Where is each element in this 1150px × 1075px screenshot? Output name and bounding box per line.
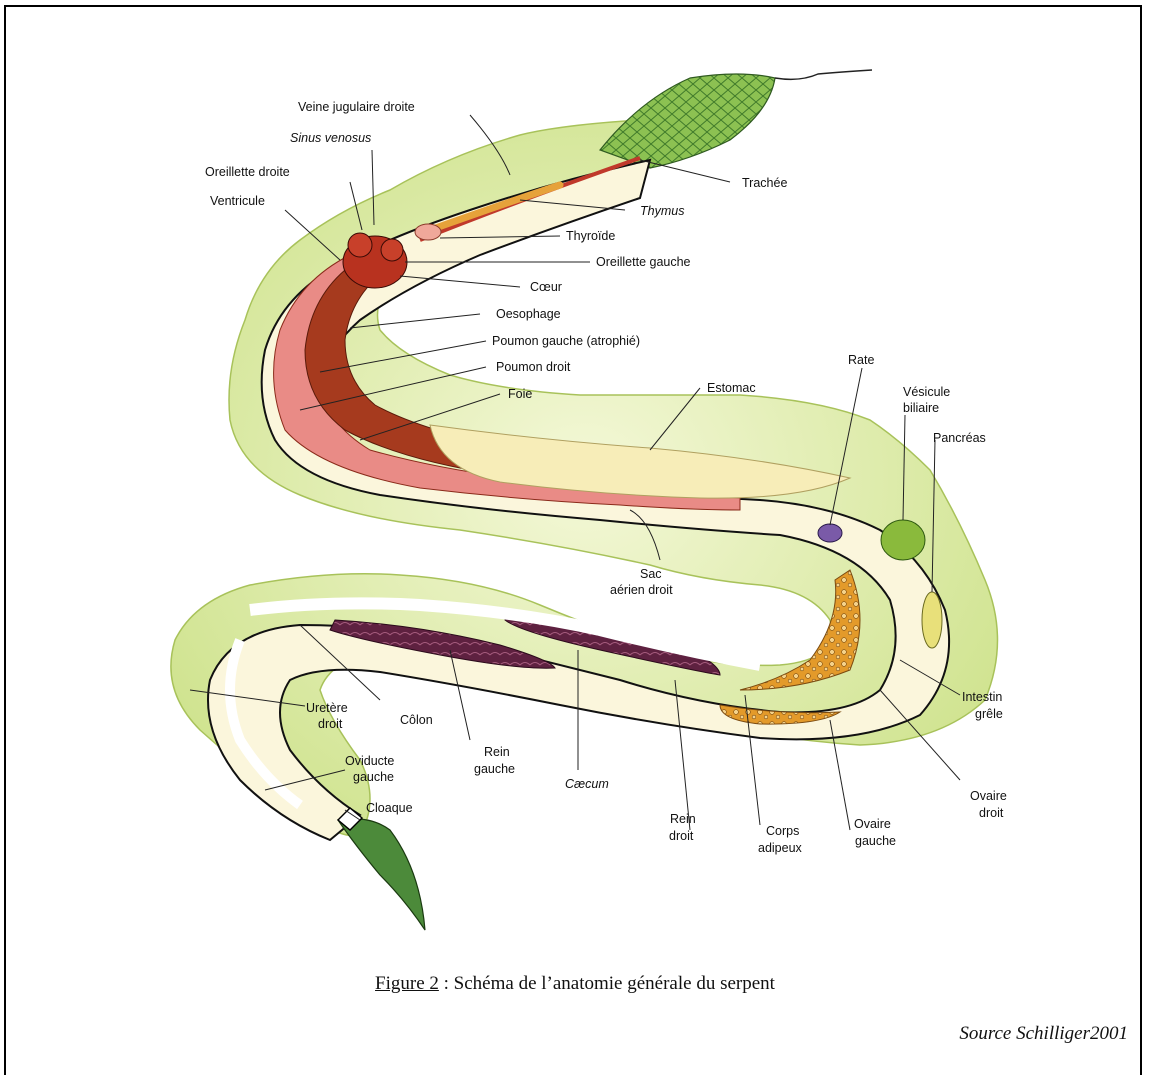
label-poumon-droit: Poumon droit bbox=[496, 360, 571, 374]
label-oviducte-1: Oviducte bbox=[345, 754, 394, 768]
figure-ref: Figure 2 bbox=[375, 973, 439, 994]
label-ovaire-gauche-1: Ovaire bbox=[854, 817, 891, 831]
label-veine-jugulaire: Veine jugulaire droite bbox=[298, 100, 415, 114]
caption-text: : Schéma de l’anatomie générale du serpe… bbox=[439, 973, 775, 994]
label-pancreas: Pancréas bbox=[933, 431, 986, 445]
thyroid bbox=[415, 224, 441, 240]
label-vesicule-1: Vésicule bbox=[903, 385, 950, 399]
label-thyroide: Thyroïde bbox=[566, 229, 615, 243]
label-rate: Rate bbox=[848, 353, 874, 367]
spleen bbox=[818, 524, 842, 542]
snake-tail bbox=[338, 819, 425, 930]
label-coeur: Cœur bbox=[530, 280, 562, 294]
label-colon: Côlon bbox=[400, 713, 433, 727]
label-cloaque: Cloaque bbox=[366, 801, 413, 815]
label-oesophage: Oesophage bbox=[496, 307, 561, 321]
label-oreillette-droite: Oreillette droite bbox=[205, 165, 290, 179]
snake-anatomy-diagram: Veine jugulaire droite Sinus venosus Ore… bbox=[0, 0, 1150, 960]
label-rein-gauche-2: gauche bbox=[474, 762, 515, 776]
label-intestin-1: Intestin bbox=[962, 690, 1002, 704]
label-oreillette-gauche: Oreillette gauche bbox=[596, 255, 691, 269]
label-corps-2: adipeux bbox=[758, 841, 803, 855]
label-oviducte-2: gauche bbox=[353, 770, 394, 784]
label-ventricule: Ventricule bbox=[210, 194, 265, 208]
label-sac-1: Sac bbox=[640, 567, 662, 581]
heart bbox=[343, 233, 407, 288]
label-thymus: Thymus bbox=[640, 204, 684, 218]
label-sinus-venosus: Sinus venosus bbox=[290, 131, 371, 145]
label-uretere-1: Uretère bbox=[306, 701, 348, 715]
label-ovaire-gauche-2: gauche bbox=[855, 834, 896, 848]
label-poumon-gauche: Poumon gauche (atrophié) bbox=[492, 334, 640, 348]
label-foie: Foie bbox=[508, 387, 532, 401]
label-estomac: Estomac bbox=[707, 381, 756, 395]
pancreas bbox=[922, 592, 942, 648]
label-rein-gauche-1: Rein bbox=[484, 745, 510, 759]
label-rein-droit-2: droit bbox=[669, 829, 694, 843]
label-corps-1: Corps bbox=[766, 824, 799, 838]
gall-bladder bbox=[881, 520, 925, 560]
snake-head bbox=[600, 70, 872, 168]
label-trachee: Trachée bbox=[742, 176, 787, 190]
source-credit: Source Schilliger2001 bbox=[959, 1023, 1128, 1045]
label-vesicule-2: biliaire bbox=[903, 401, 939, 415]
label-rein-droit-1: Rein bbox=[670, 812, 696, 826]
label-caecum: Cæcum bbox=[565, 777, 609, 791]
label-sac-2: aérien droit bbox=[610, 583, 673, 597]
figure-caption: Figure 2 : Schéma de l’anatomie générale… bbox=[0, 973, 1150, 995]
label-uretere-2: droit bbox=[318, 717, 343, 731]
label-ovaire-droit-1: Ovaire bbox=[970, 789, 1007, 803]
label-ovaire-droit-2: droit bbox=[979, 806, 1004, 820]
label-intestin-2: grêle bbox=[975, 707, 1003, 721]
